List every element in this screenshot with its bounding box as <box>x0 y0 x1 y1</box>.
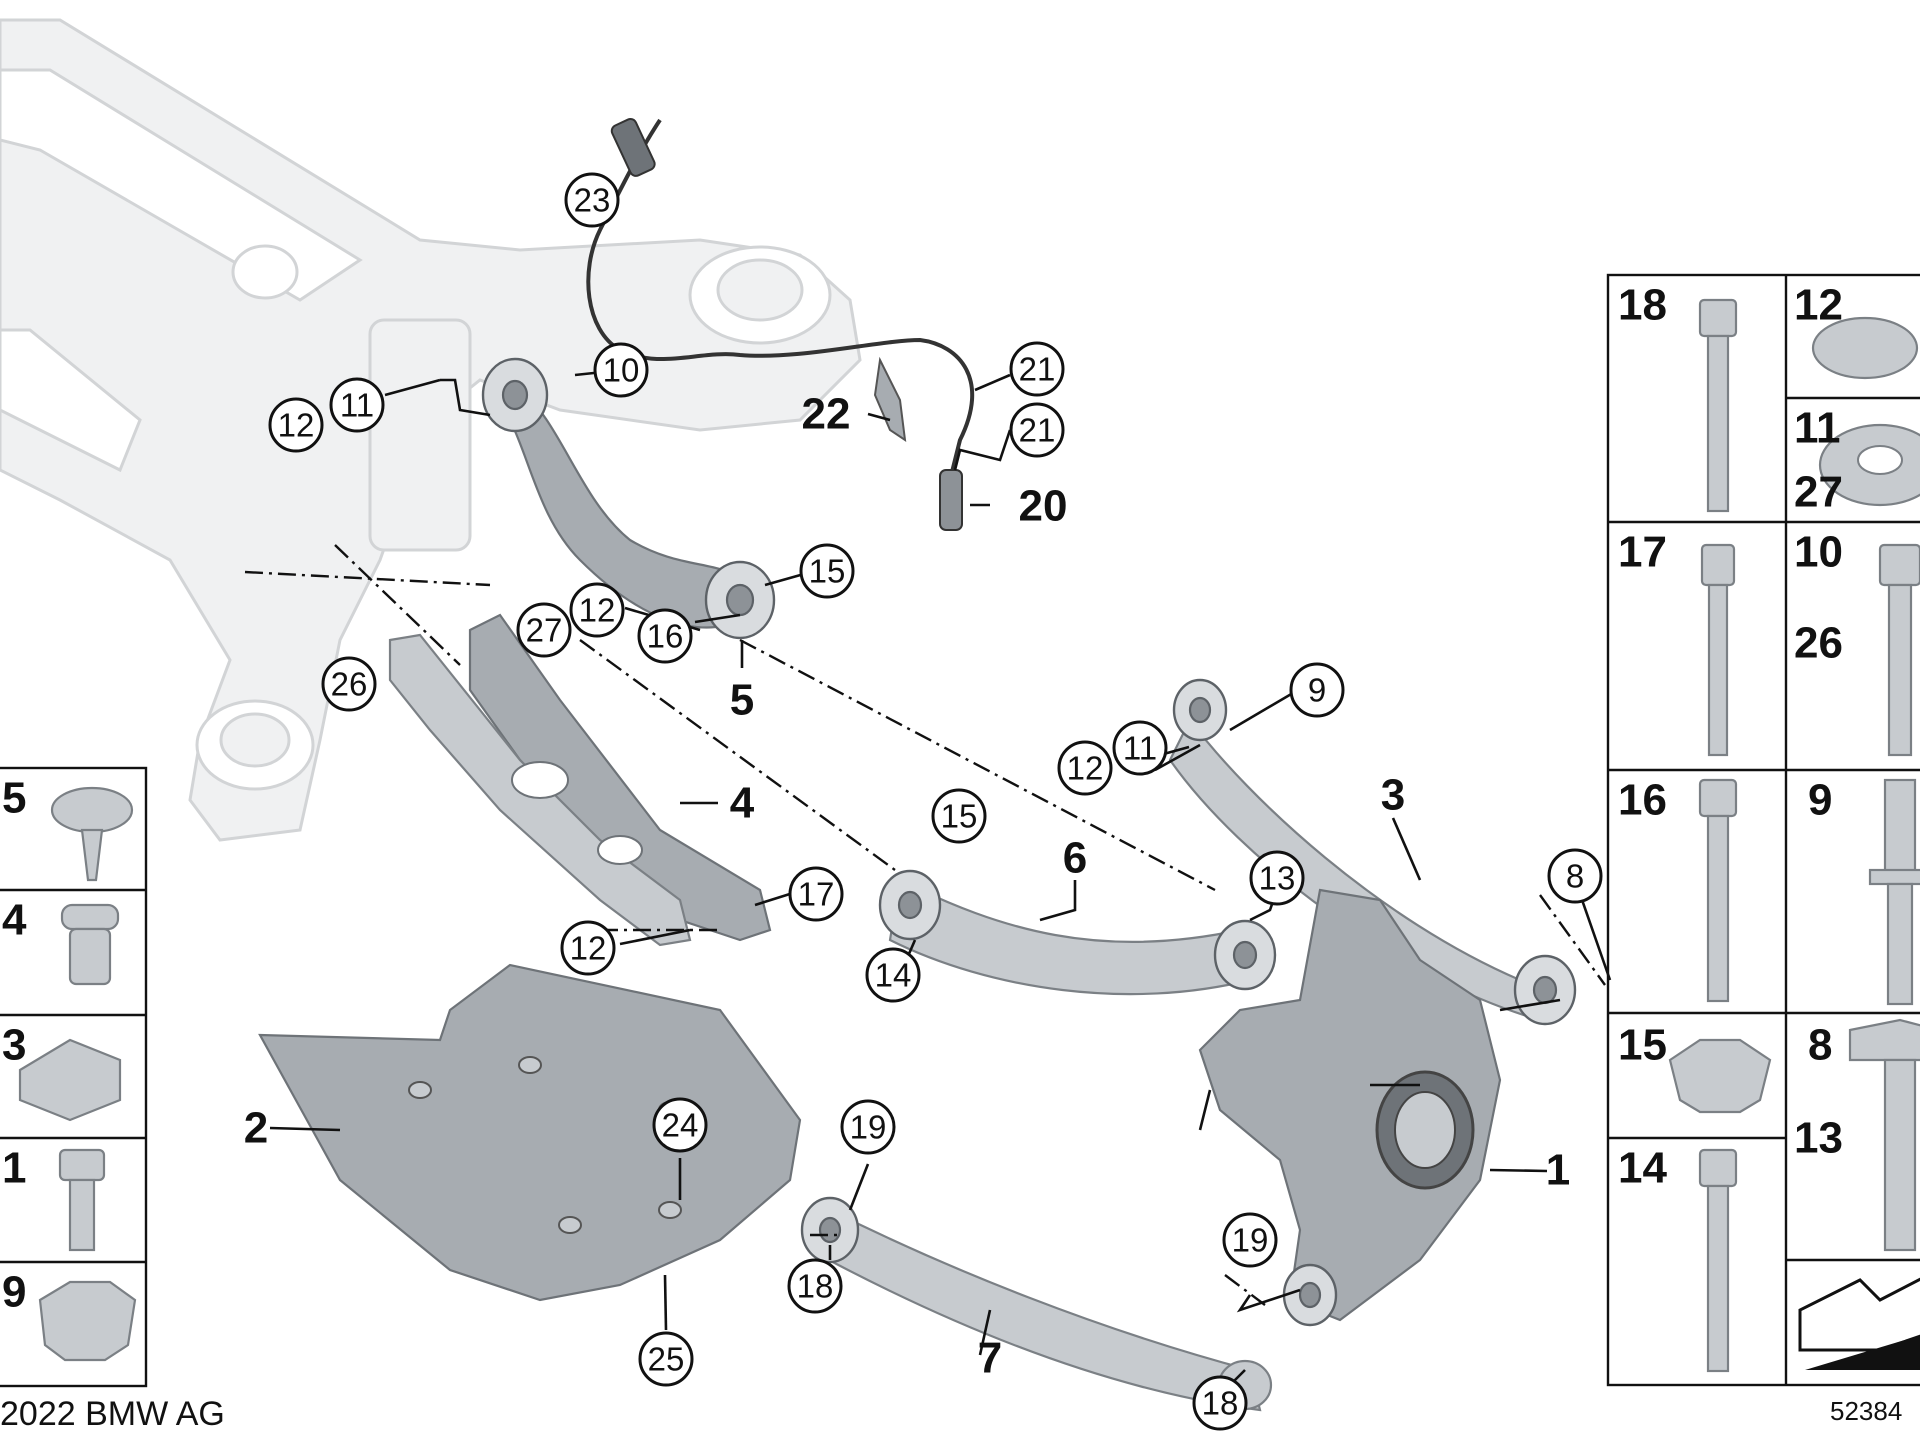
callout-19-right: 19 <box>1222 1212 1278 1268</box>
svg-text:18: 18 <box>1202 1385 1239 1422</box>
trailing-arm-bracket <box>388 613 772 947</box>
table-right-26: 26 <box>1794 619 1843 668</box>
table-right-12: 12 <box>1794 281 1843 330</box>
callout-15-lower: 15 <box>931 788 987 844</box>
svg-text:11: 11 <box>1123 730 1157 767</box>
callout-14: 14 <box>865 947 921 1003</box>
callout-27: 27 <box>516 602 572 658</box>
table-left-5: 5 <box>2 774 26 823</box>
callout-21-top: 21 <box>1009 341 1065 397</box>
callout-15-upper: 15 <box>799 543 855 599</box>
table-left-9: 9 <box>2 1268 26 1317</box>
svg-text:10: 10 <box>603 352 640 389</box>
label-6: 6 <box>1063 834 1087 883</box>
upper-control-arm <box>481 357 776 640</box>
table-right-14: 14 <box>1618 1144 1667 1193</box>
callout-8: 8 <box>1547 848 1603 904</box>
callout-11-right: 11 <box>1112 720 1168 776</box>
svg-text:12: 12 <box>278 407 315 444</box>
control-arm-7 <box>800 1196 1273 1412</box>
callout-23: 23 <box>564 172 620 228</box>
callout-25: 25 <box>638 1331 694 1387</box>
svg-text:24: 24 <box>662 1107 699 1144</box>
callout-17: 17 <box>788 866 844 922</box>
svg-text:12: 12 <box>1067 750 1104 787</box>
rear-subframe-ghost <box>0 18 862 842</box>
table-right-13: 13 <box>1794 1114 1843 1163</box>
fastener-table-left-art <box>18 786 137 1362</box>
svg-text:11: 11 <box>340 387 374 424</box>
svg-text:19: 19 <box>1232 1222 1269 1259</box>
svg-text:15: 15 <box>809 553 846 590</box>
svg-text:12: 12 <box>570 930 607 967</box>
callout-13: 13 <box>1249 850 1305 906</box>
document-id: 52384 <box>1830 1396 1902 1426</box>
table-left-4: 4 <box>2 896 27 945</box>
label-3: 3 <box>1381 771 1405 820</box>
callout-12-right: 12 <box>1057 740 1113 796</box>
svg-text:18: 18 <box>797 1268 834 1305</box>
callout-16: 16 <box>637 608 693 664</box>
copyright-text: 2022 BMW AG <box>0 1395 225 1433</box>
table-right-17: 17 <box>1618 528 1667 577</box>
svg-text:15: 15 <box>941 798 978 835</box>
table-left-3: 3 <box>2 1021 26 1070</box>
svg-text:21: 21 <box>1019 351 1056 388</box>
table-right-10: 10 <box>1794 528 1843 577</box>
control-arm-3 <box>1168 678 1577 1026</box>
svg-text:27: 27 <box>526 612 563 649</box>
label-4: 4 <box>730 779 755 828</box>
callout-19-left: 19 <box>840 1099 896 1155</box>
label-7: 7 <box>978 1334 1002 1383</box>
underbody-protection-plate <box>258 963 802 1302</box>
svg-text:19: 19 <box>850 1109 887 1146</box>
svg-text:8: 8 <box>1566 858 1584 895</box>
table-right-9: 9 <box>1808 776 1832 825</box>
callout-12-lower: 12 <box>560 920 616 976</box>
fastener-table-right-art <box>1668 298 1920 1373</box>
svg-text:23: 23 <box>574 182 611 219</box>
svg-text:17: 17 <box>798 876 835 913</box>
callout-24: 24 <box>652 1097 708 1153</box>
table-right-15: 15 <box>1618 1021 1667 1070</box>
label-5: 5 <box>730 676 754 725</box>
table-right-27: 27 <box>1794 468 1843 517</box>
svg-text:13: 13 <box>1259 860 1296 897</box>
table-right-18: 18 <box>1618 281 1667 330</box>
callout-12-upper: 12 <box>268 397 324 453</box>
svg-text:14: 14 <box>875 957 912 994</box>
label-22: 22 <box>802 390 851 439</box>
table-right-16: 16 <box>1618 776 1667 825</box>
svg-text:26: 26 <box>331 666 368 703</box>
control-arm-6 <box>878 869 1277 996</box>
svg-text:21: 21 <box>1019 412 1056 449</box>
callout-9: 9 <box>1289 662 1345 718</box>
label-1: 1 <box>1546 1146 1570 1195</box>
svg-text:9: 9 <box>1308 672 1326 709</box>
table-right-8: 8 <box>1808 1021 1832 1070</box>
label-2: 2 <box>244 1104 268 1153</box>
svg-text:25: 25 <box>648 1341 685 1378</box>
assembly-lines <box>244 544 1606 1306</box>
label-20: 20 <box>1019 482 1068 531</box>
table-right-11: 11 <box>1794 404 1841 453</box>
callout-26: 26 <box>321 656 377 712</box>
table-left-1: 1 <box>2 1144 26 1193</box>
wheel-carrier <box>1198 888 1502 1327</box>
svg-text:16: 16 <box>647 618 684 655</box>
callout-10: 10 <box>593 342 649 398</box>
fastener-table-left <box>0 766 148 1388</box>
callout-12-middle: 12 <box>569 582 625 638</box>
callout-11-upper: 11 <box>329 377 385 433</box>
callout-21-bottom: 21 <box>1009 402 1065 458</box>
fastener-table-right <box>1606 273 1920 1387</box>
callout-18-bottom: 18 <box>1192 1375 1248 1431</box>
svg-text:12: 12 <box>579 592 616 629</box>
callout-18-left: 18 <box>787 1258 843 1314</box>
